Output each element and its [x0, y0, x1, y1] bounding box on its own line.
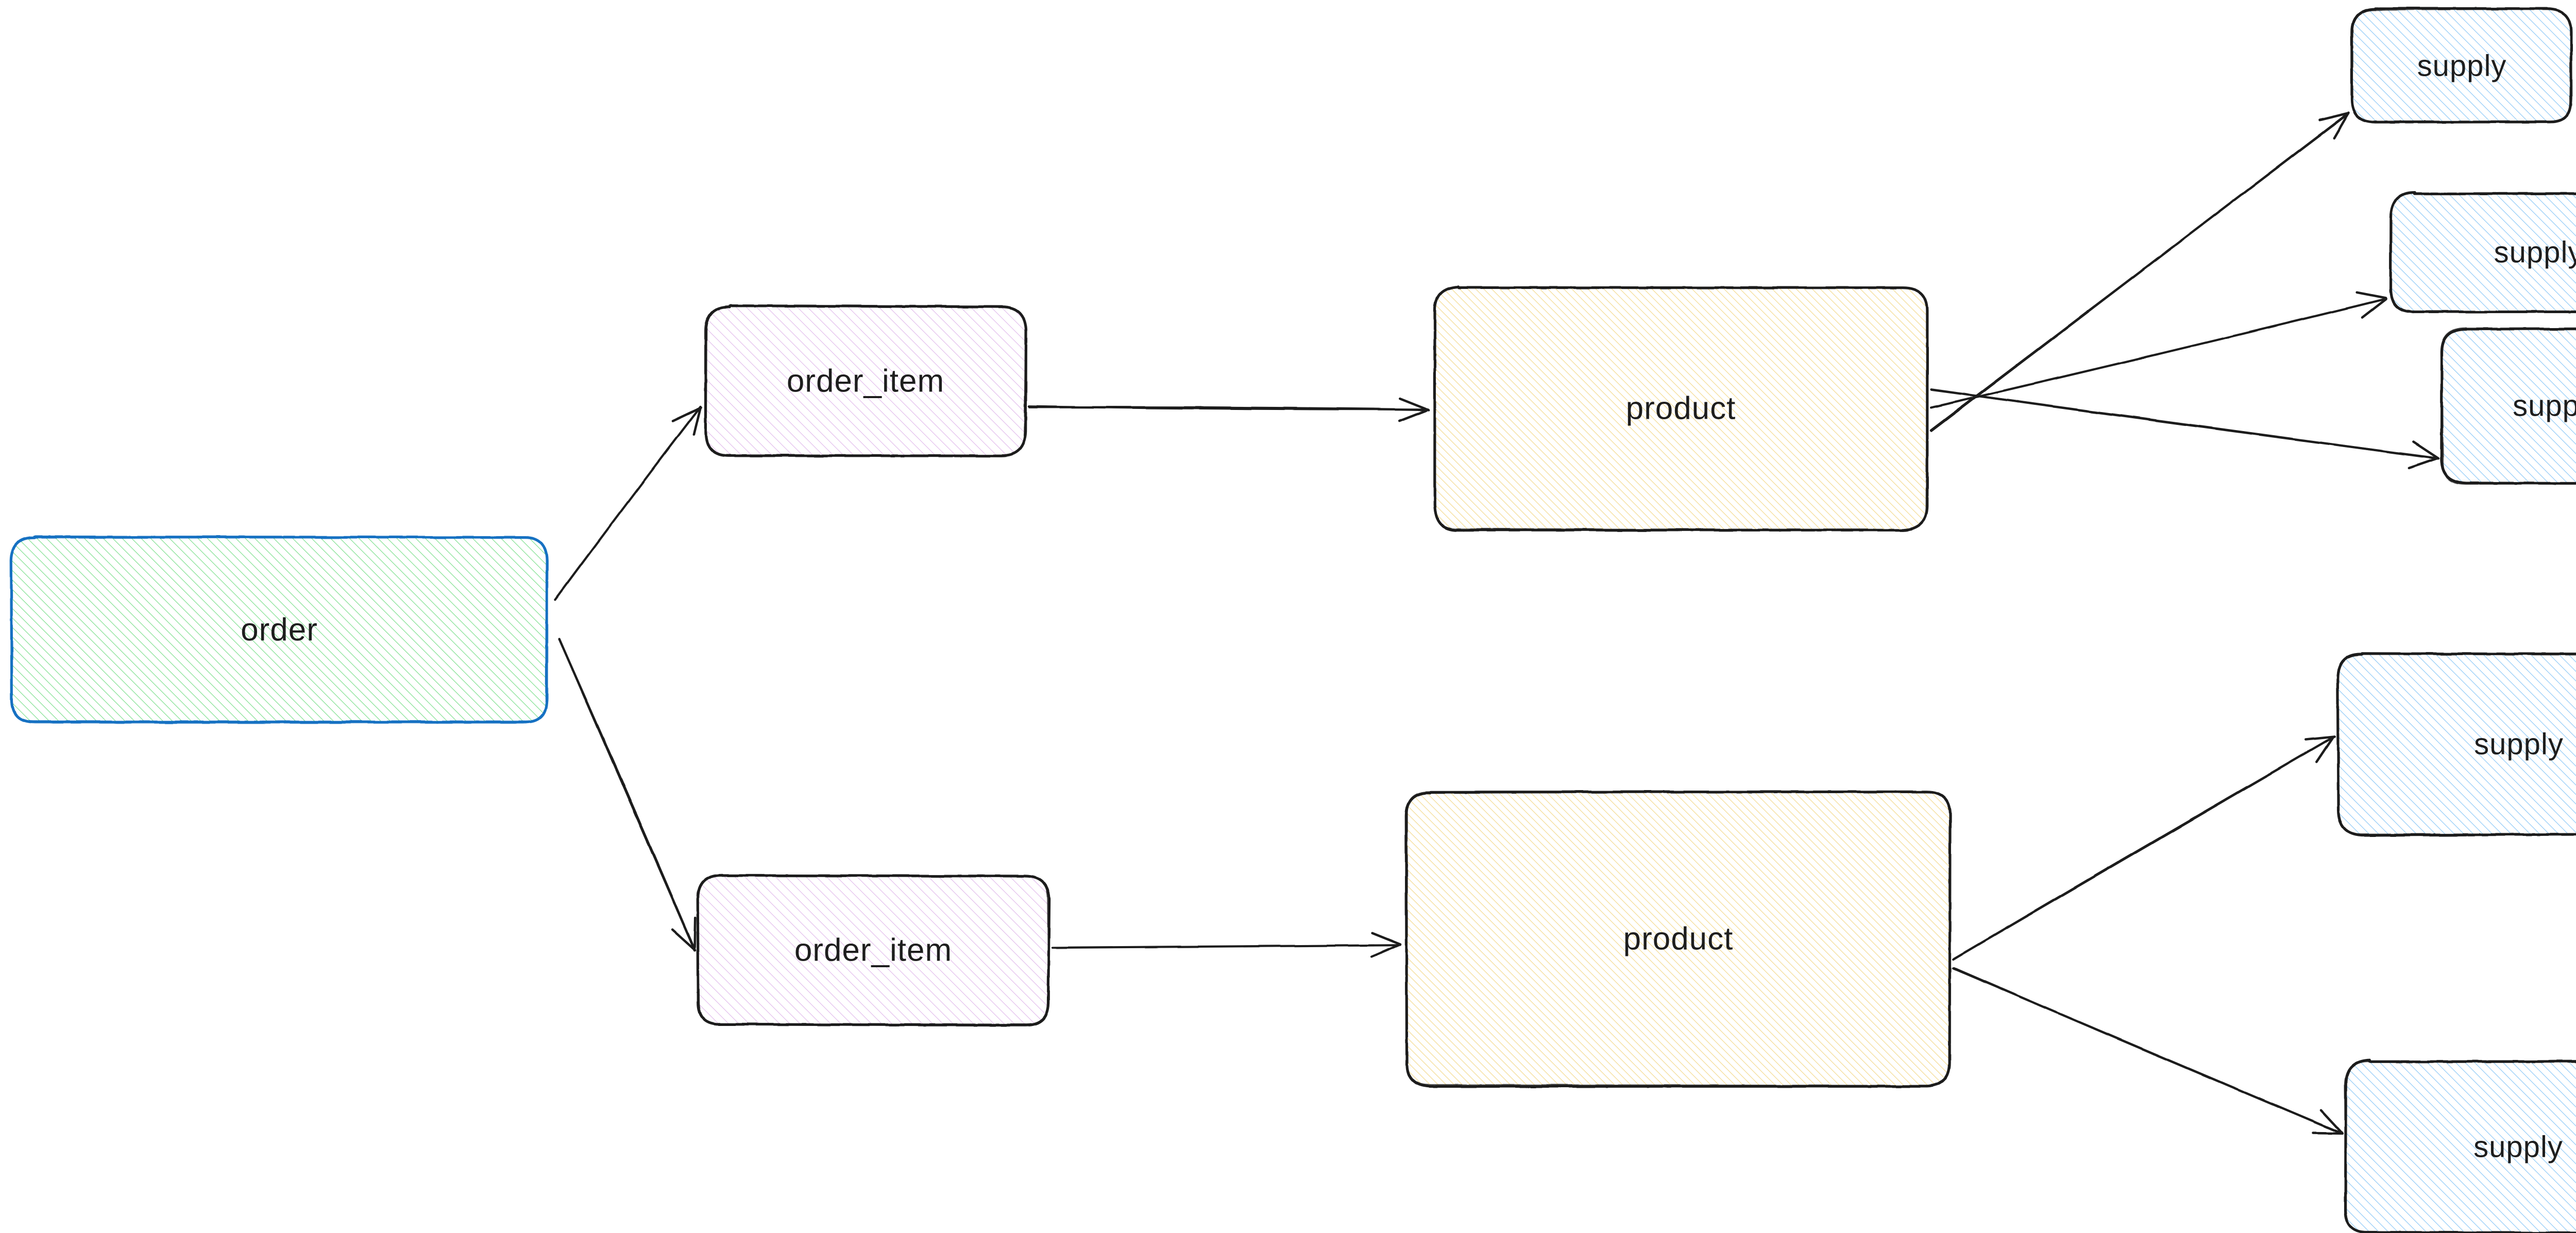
node-supply_1[interactable]: supply: [2350, 7, 2573, 124]
node-product_bottom[interactable]: product: [1404, 790, 1952, 1088]
arrowhead-stroke: [2333, 111, 2350, 140]
edge-line: [1930, 388, 2439, 459]
node-label-supply_1: supply: [2417, 49, 2507, 82]
node-outline-stroke: [2389, 192, 2576, 313]
arrowhead-stroke: [1398, 408, 1429, 422]
node-label-product_bottom: product: [1623, 921, 1734, 956]
node-fill: [705, 306, 1026, 456]
node-fill: [2442, 328, 2576, 484]
node-outline-stroke: [1433, 286, 1929, 532]
node-fill: [2352, 9, 2572, 123]
node-fill: [698, 875, 1049, 1025]
node-fill: [2390, 193, 2576, 312]
edges-layer: [554, 111, 2440, 1135]
node-product_top[interactable]: product: [1433, 285, 1929, 532]
arrowhead-stroke: [2315, 735, 2335, 763]
node-outline: [704, 304, 1028, 457]
edge-product_top-to-supply_3[interactable]: [1930, 388, 2440, 470]
node-outline-stroke: [2344, 1060, 2576, 1233]
node-outline-stroke: [704, 304, 1027, 457]
node-outline-stroke: [2440, 327, 2576, 485]
edge-order-to-order_item_top[interactable]: [554, 405, 703, 601]
arrowhead-stroke: [2355, 291, 2387, 299]
arrowhead-stroke: [693, 916, 697, 952]
node-outline: [1433, 285, 1929, 532]
node-order[interactable]: order: [10, 535, 549, 724]
arrowhead-stroke: [2361, 298, 2387, 319]
node-outline: [10, 535, 549, 724]
node-outline-stroke: [2351, 7, 2573, 124]
edge-product_bottom-to-supply_5[interactable]: [1952, 967, 2344, 1135]
node-label-supply_3: supply: [2513, 389, 2576, 422]
arrowhead-stroke: [1370, 943, 1401, 958]
node-label-supply_5: supply: [2473, 1130, 2563, 1163]
edge-line: [1028, 405, 1430, 410]
node-outline-stroke: [10, 536, 549, 724]
edge-line: [1953, 967, 2343, 1135]
node-outline: [696, 874, 1051, 1027]
node-label-order_item_top: order_item: [787, 363, 944, 399]
edge-line: [554, 405, 702, 601]
edge-line: [1929, 297, 2387, 409]
node-label-order_item_bottom: order_item: [794, 932, 952, 968]
node-outline: [2440, 327, 2576, 485]
arrowhead-stroke: [2408, 457, 2439, 470]
node-supply_5[interactable]: supply: [2344, 1059, 2576, 1233]
edge-product_top-to-supply_2[interactable]: [1929, 291, 2387, 409]
edge-order-to-order_item_bottom[interactable]: [558, 638, 697, 952]
node-outline: [1404, 790, 1952, 1088]
node-fill: [1406, 792, 1951, 1086]
arrowhead-stroke: [2312, 1132, 2344, 1135]
node-supply_4[interactable]: supply: [2336, 652, 2576, 837]
node-outline: [2389, 191, 2576, 314]
edge-line: [1930, 112, 2350, 432]
node-fill: [2337, 654, 2576, 834]
node-outline: [2344, 1059, 2576, 1233]
arrowhead-stroke: [2319, 1109, 2344, 1135]
node-outline-stroke: [1405, 790, 1952, 1087]
node-outline-stroke: [2336, 653, 2576, 835]
node-outline: [2350, 7, 2573, 124]
node-label-order: order: [241, 612, 318, 647]
node-label-product_top: product: [1626, 390, 1736, 426]
node-label-supply_2: supply: [2494, 235, 2576, 269]
node-supply_3[interactable]: supply: [2440, 327, 2576, 485]
node-supply_2[interactable]: supply: [2389, 191, 2576, 314]
node-fill: [2345, 1060, 2576, 1233]
arrowhead-stroke: [1371, 932, 1402, 946]
edge-product_top-to-supply_1[interactable]: [1929, 111, 2350, 432]
edge-order_item_top-to-product_top[interactable]: [1028, 397, 1430, 422]
node-label-supply_4: supply: [2474, 727, 2564, 761]
arrowhead-stroke: [2412, 440, 2440, 460]
arrowhead-stroke: [2318, 112, 2350, 122]
arrowhead-stroke: [692, 406, 702, 436]
node-fill: [11, 537, 547, 723]
edge-order_item_bottom-to-product_bottom[interactable]: [1051, 932, 1402, 958]
edge-line: [1952, 735, 2335, 961]
node-fill: [1434, 287, 1927, 530]
nodes-layer: orderorder_itemorder_itemproductproducts…: [10, 7, 2576, 1233]
arrowhead-stroke: [671, 406, 703, 422]
node-order_item_top[interactable]: order_item: [704, 304, 1028, 457]
arrowhead-stroke: [671, 929, 697, 952]
arrowhead-stroke: [1398, 397, 1430, 412]
edge-product_bottom-to-supply_4[interactable]: [1952, 735, 2336, 961]
node-outline: [2336, 652, 2576, 837]
node-order_item_bottom[interactable]: order_item: [696, 874, 1051, 1027]
edge-line: [1051, 944, 1401, 949]
arrowhead-stroke: [2304, 735, 2336, 741]
node-outline-stroke: [697, 874, 1050, 1025]
edge-line: [558, 638, 696, 952]
